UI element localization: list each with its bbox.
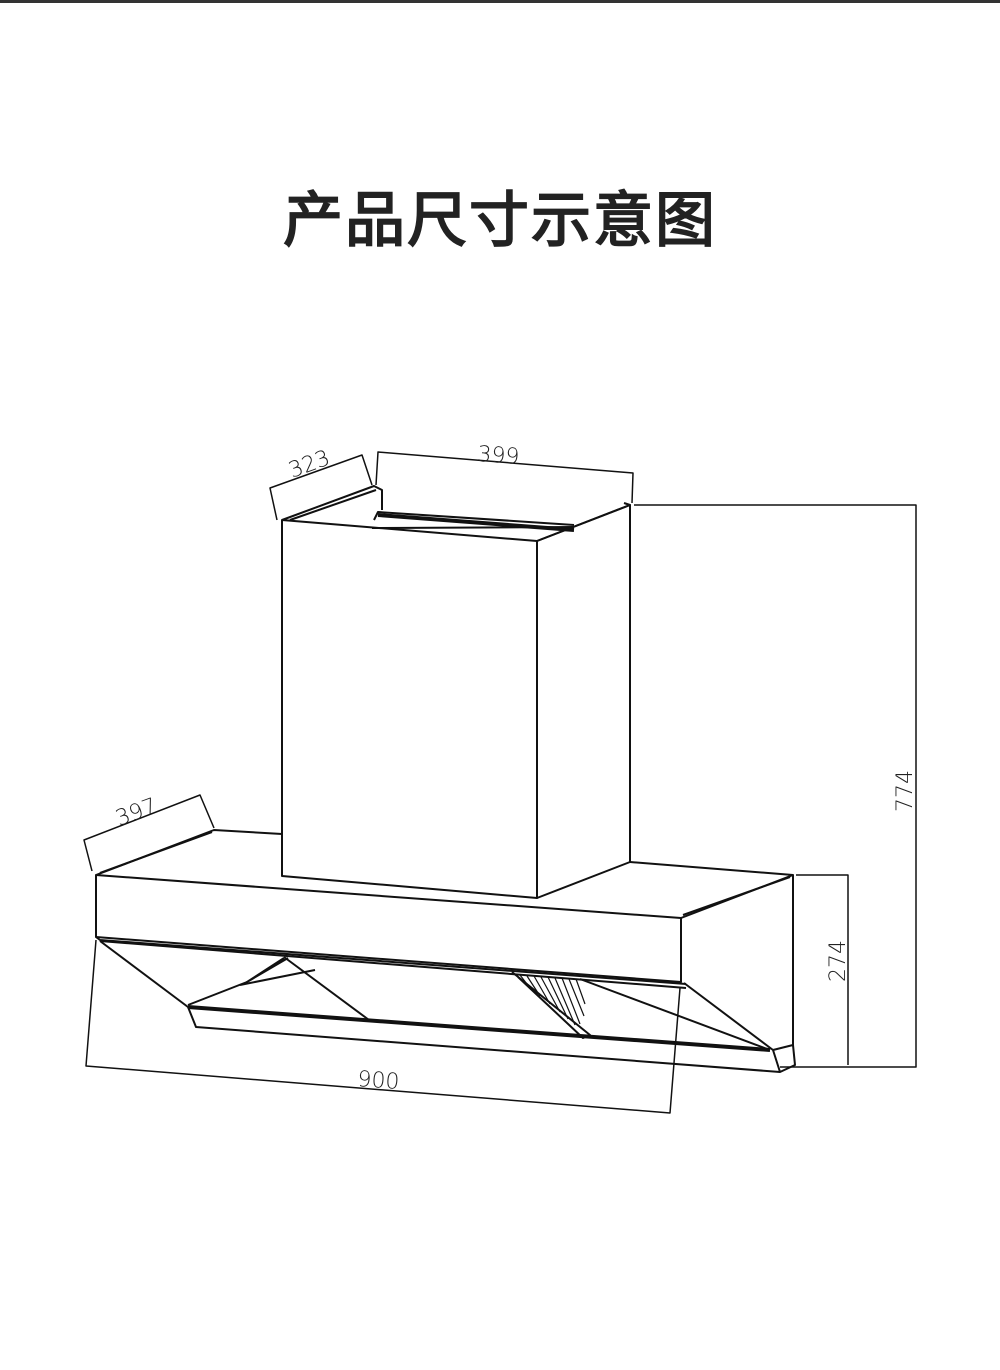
dim-chimney-depth: 323 — [286, 446, 334, 484]
hood-body — [95, 829, 796, 1073]
dimension-lines — [83, 451, 917, 1114]
dim-body-height: 274 — [826, 940, 851, 982]
page-title: 产品尺寸示意图 — [283, 186, 717, 256]
top-border — [0, 0, 1000, 3]
chimney — [281, 485, 631, 899]
vent-grille — [519, 974, 586, 1026]
dim-body-width: 900 — [357, 1067, 401, 1095]
dim-body-depth: 397 — [113, 794, 161, 832]
dim-total-height: 774 — [893, 770, 918, 812]
dim-chimney-width: 399 — [477, 442, 521, 470]
